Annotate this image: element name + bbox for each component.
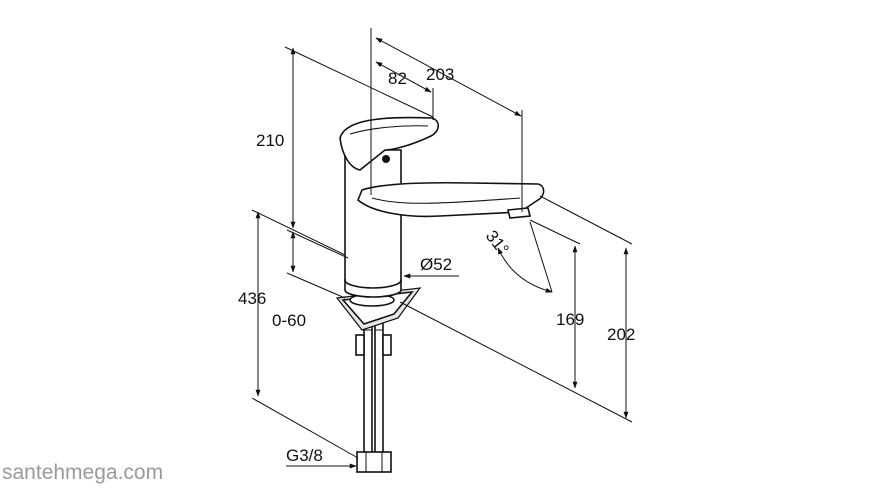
dim-label-deck-thickness: 0-60 (272, 311, 306, 330)
dim-label-spout-angle: 31° (482, 227, 513, 259)
dimension-lines (251, 28, 633, 469)
mounting-plate (335, 287, 422, 331)
dim-label-base-diameter: Ø52 (420, 255, 452, 274)
dim-label-overall-height: 210 (256, 131, 284, 150)
dim-label-spout-reach: 203 (426, 65, 454, 84)
spout (357, 181, 545, 218)
dim-label-lever-offset: 82 (388, 69, 407, 88)
dim-label-spout-height: 202 (607, 325, 635, 344)
faucet-body (335, 116, 545, 473)
dim-label-outlet-height: 169 (556, 310, 584, 329)
faucet-cylinder (344, 149, 402, 289)
watermark-text: santehmega.com (2, 461, 163, 484)
dim-label-connection-thread: G3/8 (286, 446, 323, 465)
dim-label-total-length: 436 (238, 289, 266, 308)
aerator (506, 207, 532, 219)
connection-nut (356, 451, 392, 473)
